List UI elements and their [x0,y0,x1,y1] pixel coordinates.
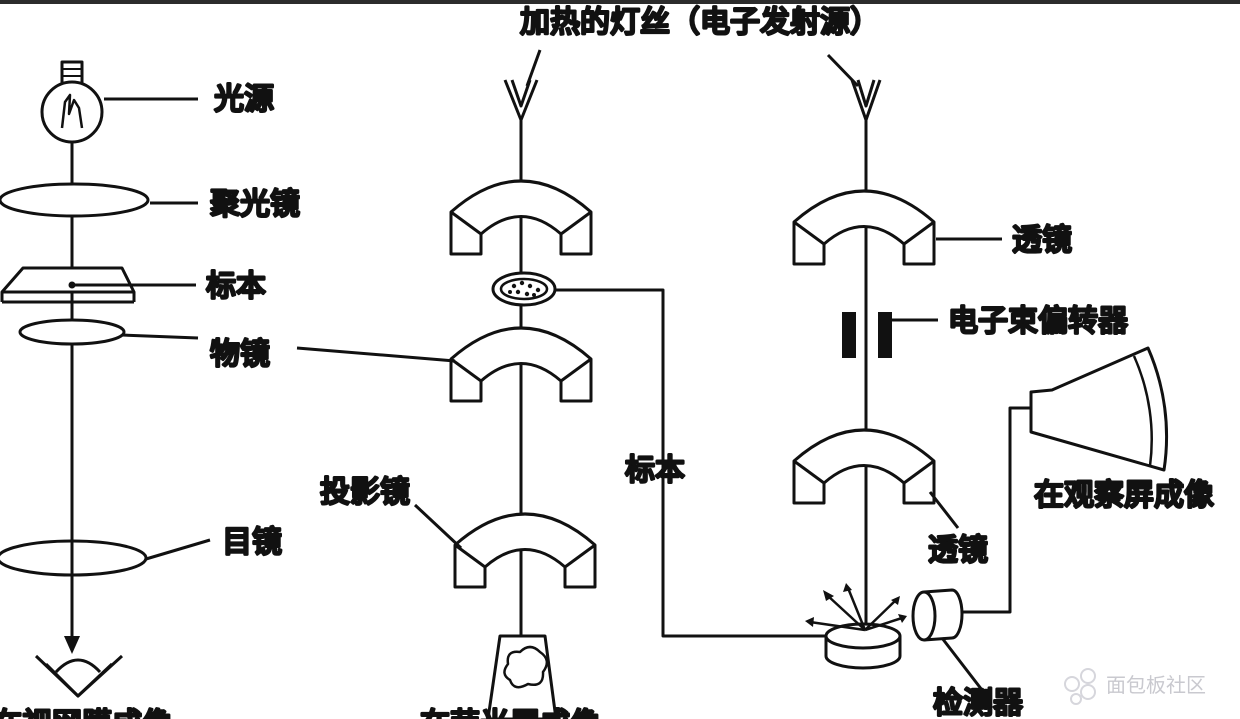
tem-filament-icon [503,79,539,122]
beam-deflector-label: 电子束偏转器 [948,304,1128,339]
watermark: 面包板社区 [1064,668,1206,705]
leader-eyepiece [145,538,211,561]
detector-label: 检测器 [933,686,1023,719]
sem-specimen-stage [805,583,907,670]
leader-objective-left [121,333,199,340]
tem-condenser-lens [449,179,593,256]
light-microscope: 光源 聚光镜 标本 物镜 目镜 在视网膜成像 [0,60,302,719]
eyepiece-label: 目镜 [222,525,282,560]
light-axis-arrowhead [64,636,80,654]
leader-objective-tem [296,346,456,363]
light-source-label: 光源 [214,82,274,117]
scanning-electron-microscope: 透镜 电子束偏转器 透镜 在观察屏成像 检测器 [792,53,1216,719]
fluorescent-screen-label: 在荧光屏成像 [420,707,600,719]
objective-lens [18,318,126,346]
observation-screen-icon [1029,346,1169,472]
watermark-text: 面包板社区 [1106,673,1206,697]
leader-filament-sem [826,53,860,88]
eye-icon [34,654,124,698]
watermark-logo-icon [1064,668,1096,705]
leader-specimen-connector [555,288,832,638]
specimen-middle-label: 标本 [625,453,685,488]
specimen-left-label: 标本 [206,269,266,304]
tem-objective-lens [449,326,593,403]
beam-deflector-plates [842,312,892,358]
leader-detector-to-screen [962,406,1031,614]
sem-upper-lens [792,189,936,266]
lens-top-right-label: 透镜 [1012,223,1072,258]
leader-filament-tem [525,49,542,87]
leader-projector [413,503,463,550]
heated-filament-label: 加热的灯丝（电子发射源） [520,5,880,40]
tem-specimen-icon [491,271,557,307]
transmission-electron-microscope: 投影镜 标本 在荧光屏成像 [296,49,832,719]
condenser-lens [0,182,150,218]
tem-projector-lens [453,512,597,589]
lens-bottom-right-label: 透镜 [928,533,988,568]
eye-image-label: 在视网膜成像 [0,707,172,719]
detector-icon [911,588,964,642]
observation-screen-label: 在观察屏成像 [1034,478,1214,513]
fluorescent-screen-icon [486,634,558,719]
sem-lower-lens [792,428,936,505]
top-edge-strip [0,0,1240,4]
projector-lens-label: 投影镜 [320,475,410,510]
objective-lens-label: 物镜 [210,337,270,372]
condenser-lens-label: 聚光镜 [210,187,300,222]
light-bulb-icon [40,60,104,144]
sem-filament-icon [850,79,882,122]
leader-lens-bottom-right [928,491,960,529]
leader-detector [940,637,984,691]
